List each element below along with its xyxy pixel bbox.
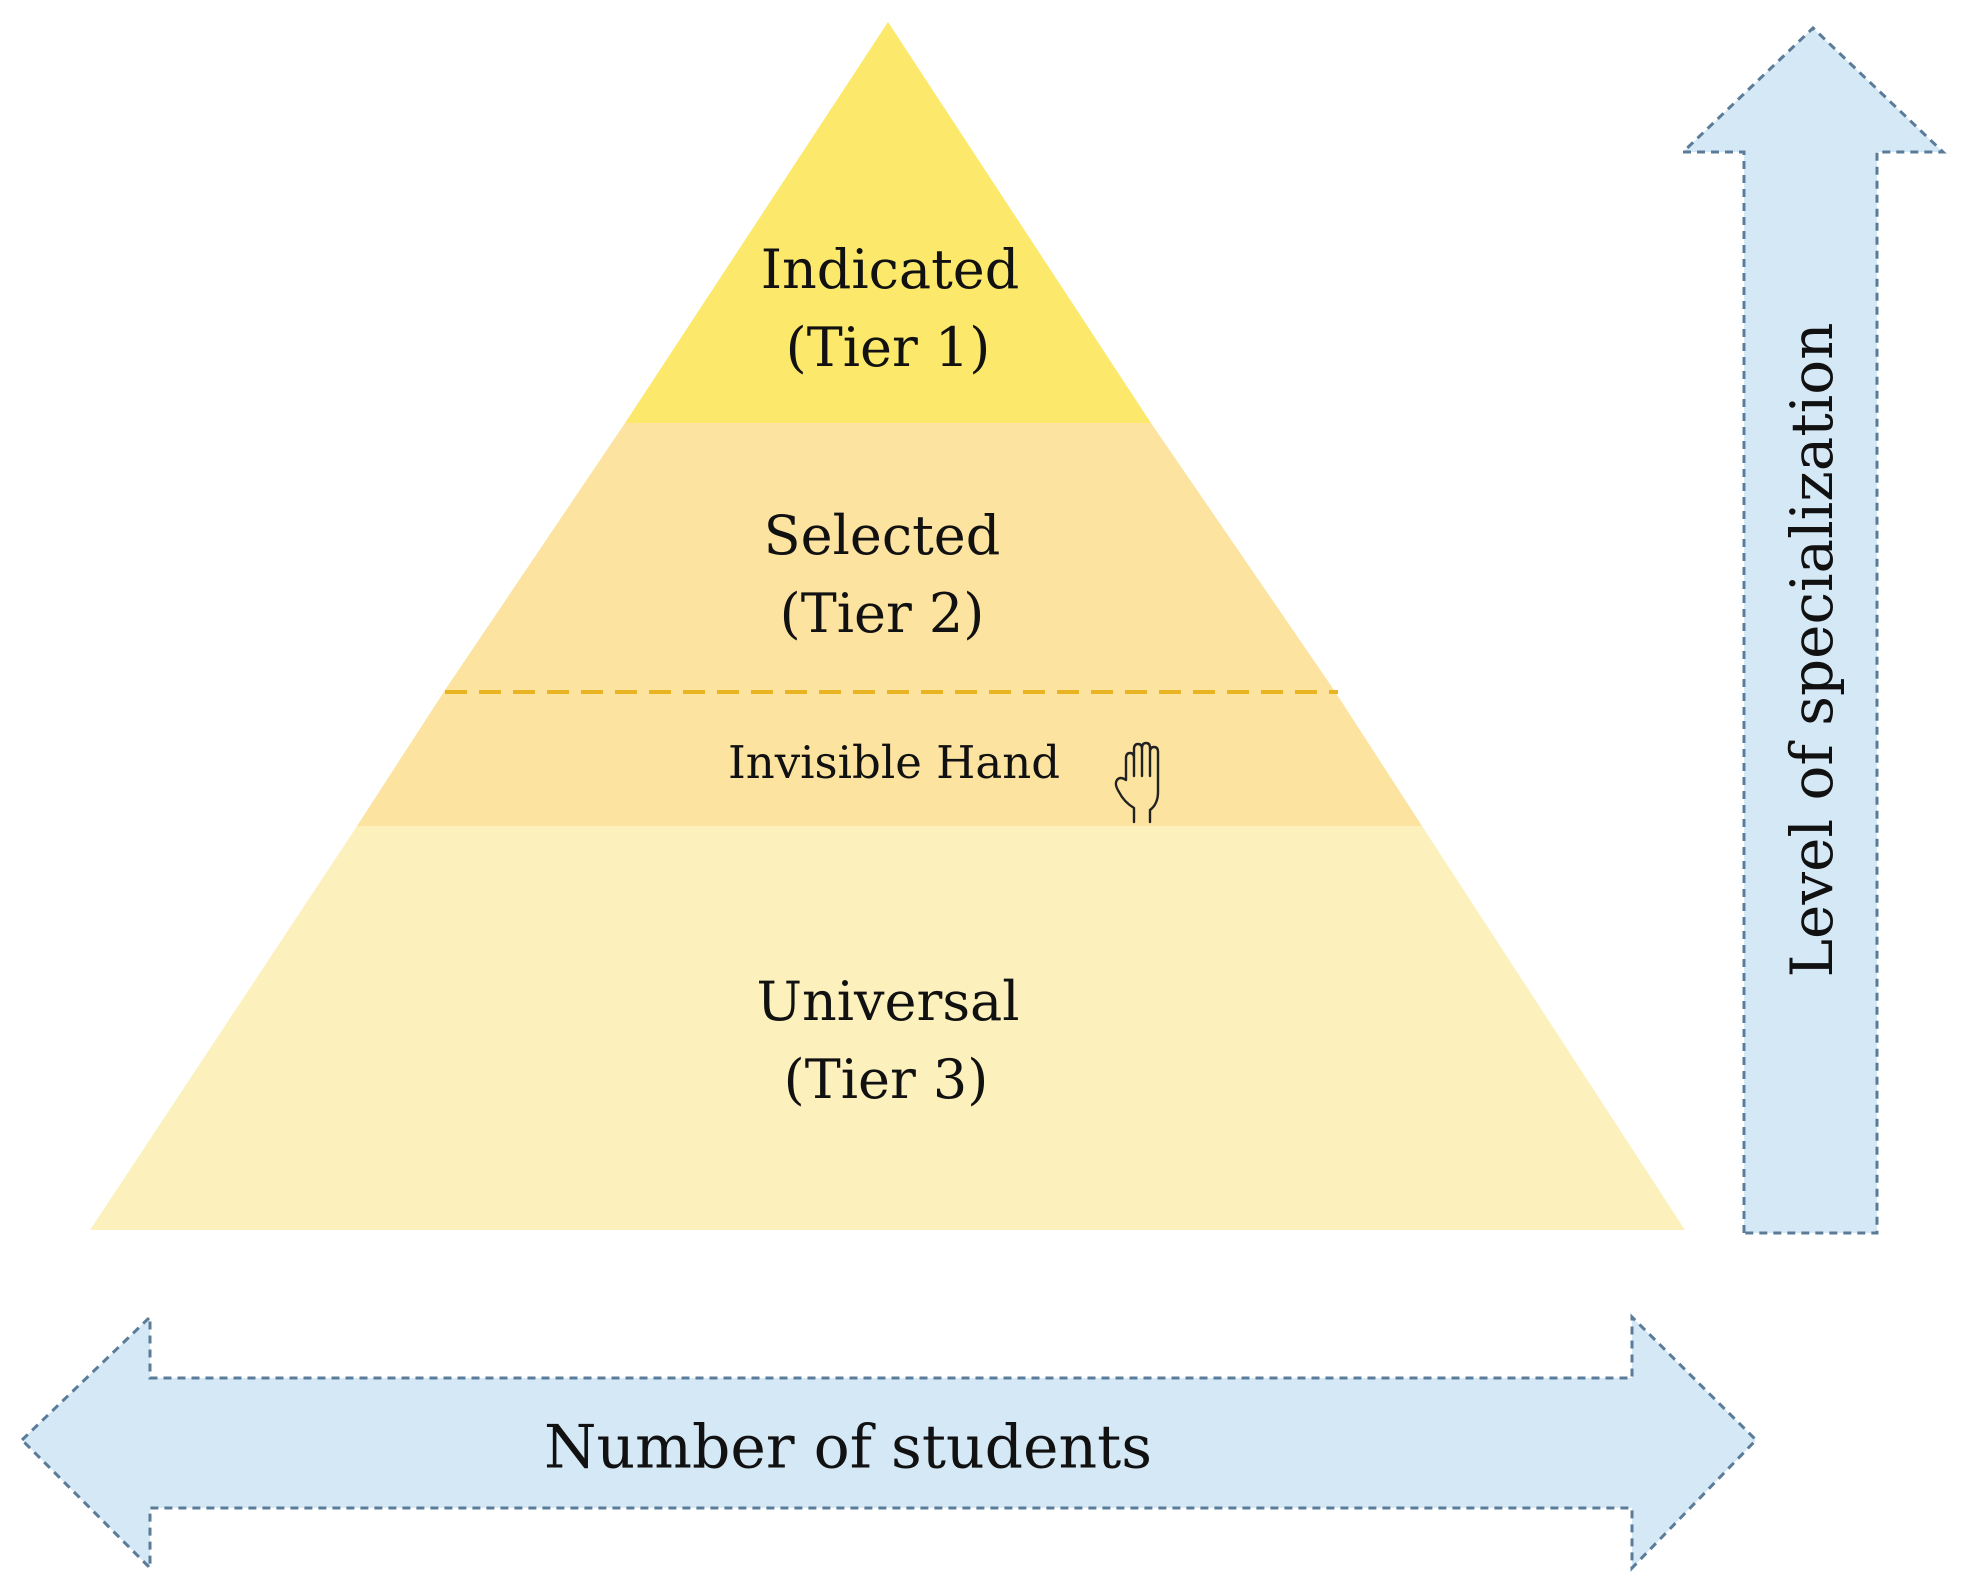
vertical-axis-label: Level of specialization: [1778, 323, 1846, 978]
horizontal-arrow: Number of students: [19, 1313, 1759, 1572]
tier2-number: (Tier 2): [780, 582, 985, 645]
vertical-arrow: Level of specialization: [1679, 25, 1947, 1235]
tier-labels: Indicated (Tier 1) Selected (Tier 2) Inv…: [728, 238, 1060, 1111]
tier-universal-band: [90, 826, 1685, 1230]
horizontal-axis-label: Number of students: [544, 1413, 1152, 1483]
tier3-number: (Tier 3): [784, 1048, 989, 1111]
raised-hand-icon: [1114, 741, 1160, 824]
horizontal-arrow-shape: [19, 1313, 1759, 1572]
tier3-name: Universal: [756, 970, 1019, 1033]
pyramid: [90, 22, 1685, 1230]
tier-indicated-band: [625, 22, 1151, 423]
tier1-number: (Tier 1): [786, 316, 991, 379]
invisible-hand-label: Invisible Hand: [728, 736, 1060, 789]
tier1-name: Indicated: [761, 238, 1020, 301]
tier-selected-band: [445, 423, 1334, 690]
tier2-name: Selected: [764, 504, 1001, 567]
tier-invisible-hand-band: [357, 690, 1422, 826]
vertical-arrow-shape: [1679, 25, 1947, 1235]
